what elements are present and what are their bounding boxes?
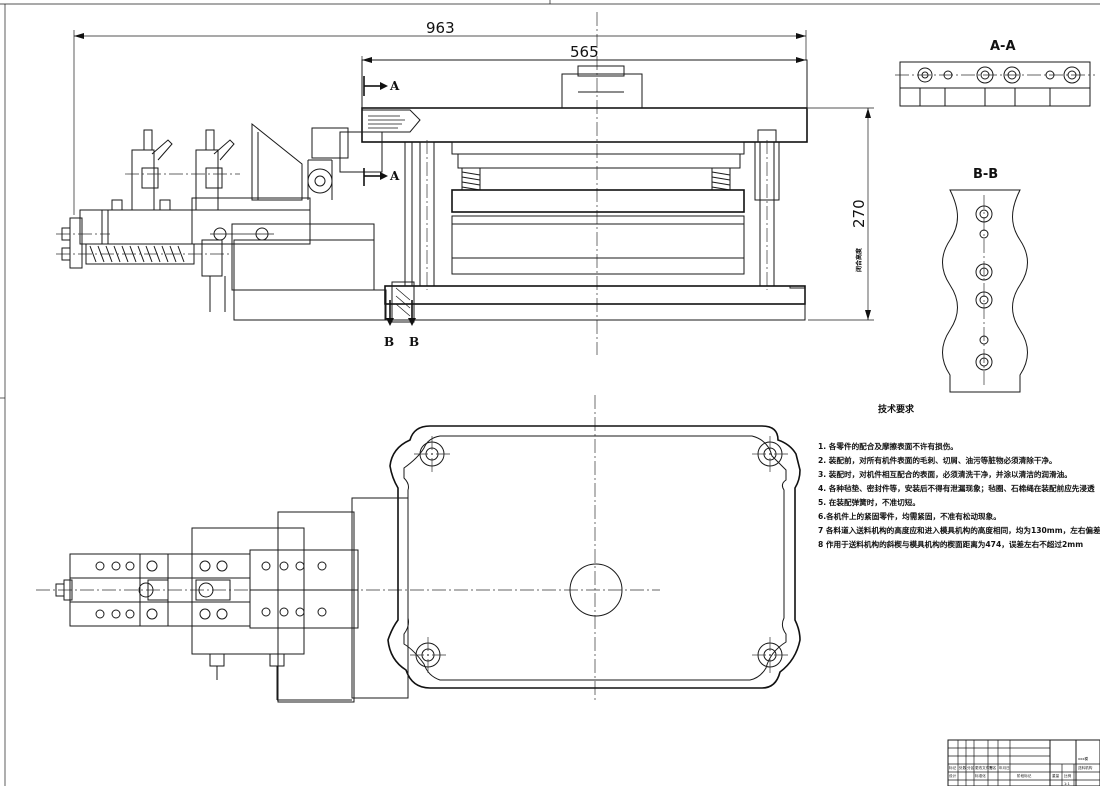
plan-view [36,395,801,703]
requirement-3: 3. 装配时，对机件相互配合的表面，必须清洗干净，并涂以清洁的润滑油。 [818,469,1072,479]
title-header-change-doc: 更改文件号 [975,765,993,770]
title-name-line1: xxx模 [1078,756,1088,761]
dim-inner-width: 565 [570,43,599,61]
title-block: 标记 处数 分区 更改文件号 签名 年月日 设计 标准化 阶段标记 重量 比例 … [947,739,1100,786]
dimension-963: 963 [73,19,807,215]
requirement-8: 8 作用于送料机构的斜楔与模具机构的楔面距离为474，误差左右不超过2mm [818,539,1083,549]
front-view: A A [56,12,874,355]
title-design: 设计 [949,773,957,778]
section-aa-title: A-A [990,39,1016,54]
requirement-5: 5. 在装配弹簧时，不准切短。 [818,497,920,507]
requirement-7: 7 各料道入送料机构的高度应和进入模具机构的高度相同，均为130mm，左右偏差为 [818,525,1100,535]
requirement-2: 2. 装配前，对所有机件表面的毛刺、切屑、油污等脏物必须清除干净。 [818,455,1057,465]
requirement-4: 4. 各种毡垫、密封件等，安装后不得有泄漏现象；毡圈、石棉绳在装配前应先浸透 [818,483,1095,494]
title-weight: 重量 [1052,773,1060,778]
tech-requirements: 技术要求 1. 各零件的配合及摩擦表面不许有损伤。 2. 装配前，对所有机件表面… [818,403,1100,549]
section-bb-view: B-B [942,167,1028,393]
title-header-count: 处数 [959,765,967,770]
title-standard: 标准化 [975,773,986,778]
section-b-marker-right: B [409,335,419,349]
title-header-sign: 签名 [989,765,997,770]
title-header-zone: 分区 [967,765,975,770]
title-ratio: 1:1 [1064,782,1070,786]
section-aa-view: A-A [895,39,1095,107]
dimension-565: 565 [361,43,806,108]
title-name-line2: 送料机构 [1078,765,1093,770]
title-header-date: 年月日 [999,765,1010,770]
requirement-1: 1. 各零件的配合及摩擦表面不许有损伤。 [818,441,958,451]
dimension-270: 270 闭合高度 [808,107,874,321]
spring-left [461,167,481,191]
dim-height: 270 [850,199,868,228]
section-a-marker-bottom: A [389,169,400,183]
title-header-mark: 标记 [949,765,957,770]
dim-overall-width: 963 [426,19,455,37]
section-b-markers: B B [384,281,419,349]
section-bb-title: B-B [973,167,998,182]
title-stage-mark: 阶段标记 [1017,773,1032,778]
spring-right [711,167,731,191]
section-b-marker-left: B [384,335,394,349]
feeder-assembly [56,122,375,312]
tech-requirements-title: 技术要求 [878,403,915,415]
title-scale: 比例 [1064,773,1072,778]
section-a-marker-top: A [389,79,400,93]
requirement-6: 6.各机件上的紧固零件，均需紧固，不准有松动现象。 [818,511,1001,521]
dim-height-note: 闭合高度 [855,247,863,272]
